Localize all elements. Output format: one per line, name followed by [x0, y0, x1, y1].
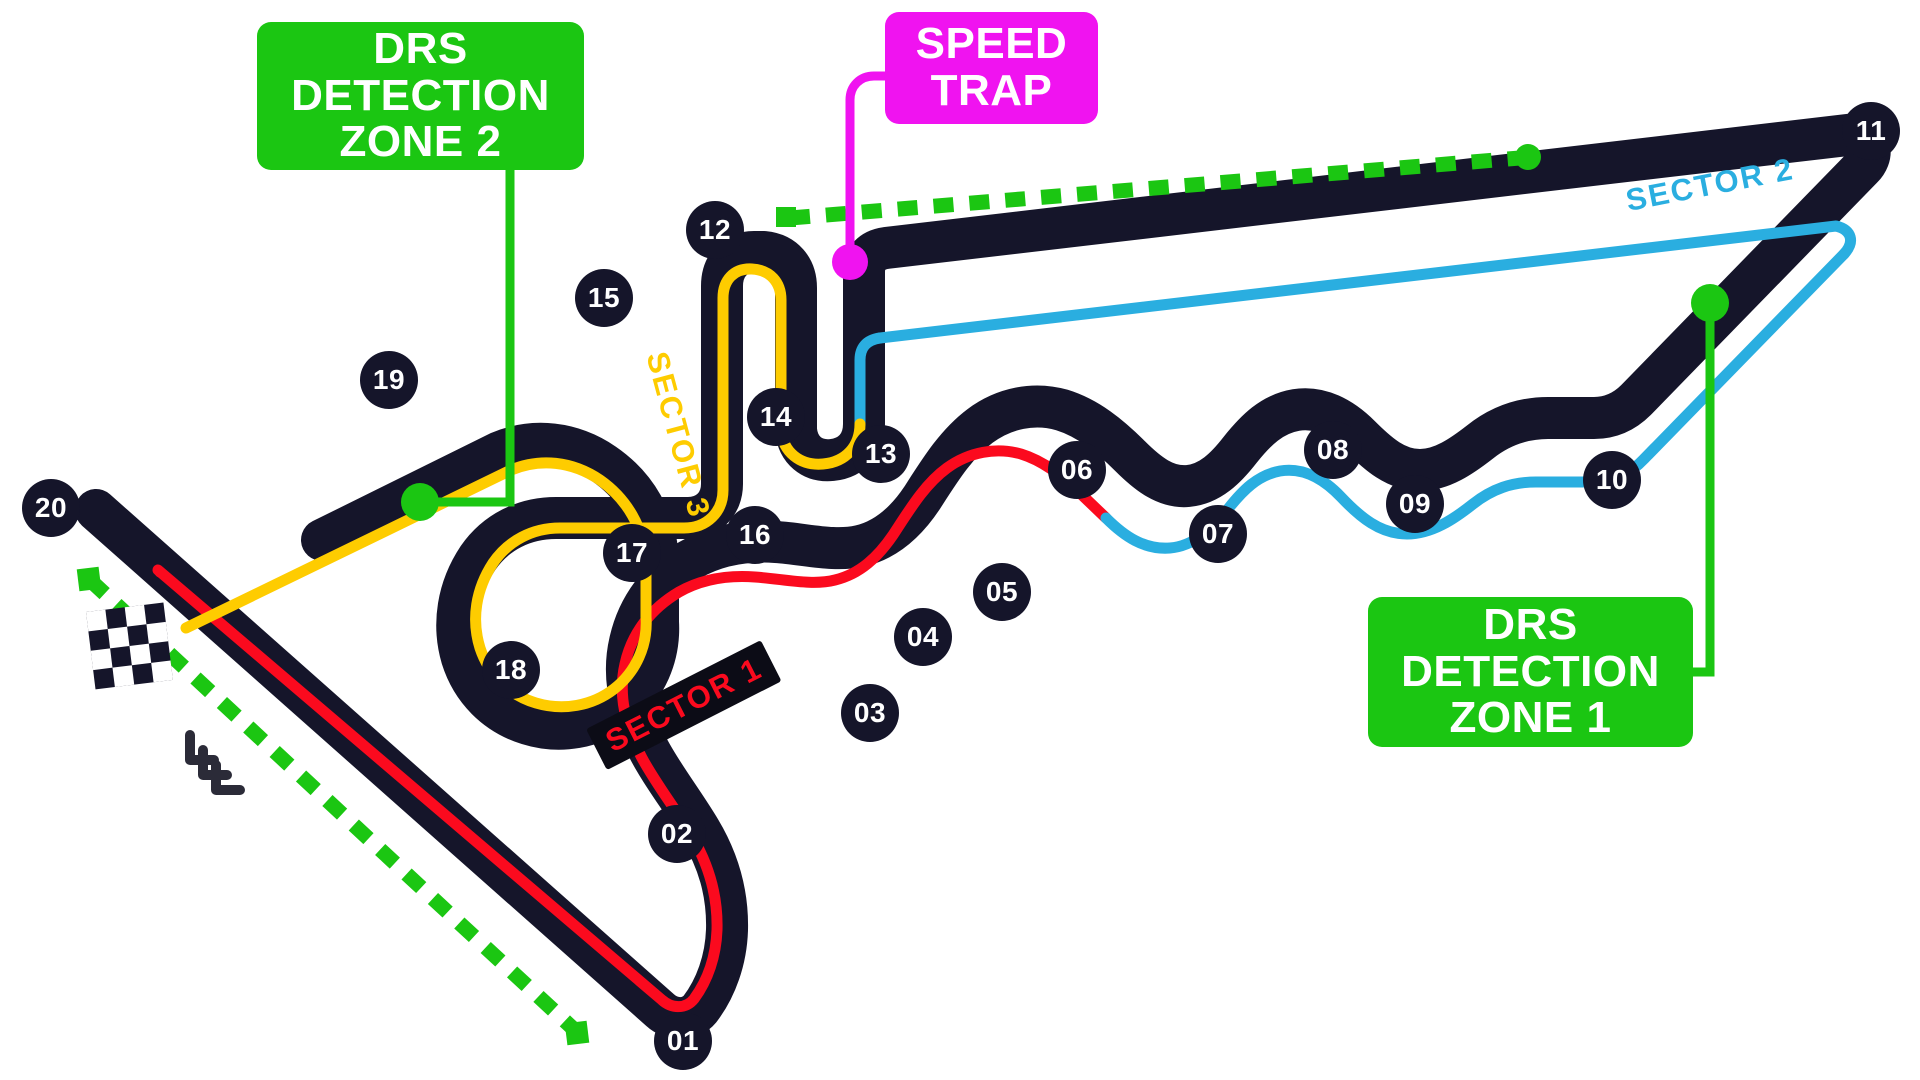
direction-arrows — [185, 730, 245, 795]
turn-marker-05[interactable]: 05 — [973, 563, 1031, 621]
drs1-line-3: ZONE 1 — [1449, 693, 1612, 743]
drs-activation-zone-back-straight — [776, 150, 1521, 227]
drs-zone-2-connector — [401, 170, 515, 521]
turn-marker-07[interactable]: 07 — [1189, 505, 1247, 563]
turn-marker-13[interactable]: 13 — [852, 425, 910, 483]
turn-marker-06[interactable]: 06 — [1048, 441, 1106, 499]
sector-1-line — [152, 445, 1112, 1013]
drs-zone-1-connector — [1690, 284, 1729, 677]
speed-trap-label[interactable]: SPEED TRAP — [885, 12, 1098, 124]
sector-transition-start — [154, 566, 166, 578]
sector-2-line — [854, 220, 1856, 554]
turn-marker-01[interactable]: 01 — [654, 1012, 712, 1070]
turn-marker-16[interactable]: 16 — [726, 506, 784, 564]
drs2-line-3: ZONE 2 — [339, 117, 502, 167]
speed-trap-marker — [832, 244, 868, 280]
drs2-line-2: DETECTION — [291, 70, 550, 120]
drs-detection-zone-1-label[interactable]: DRS DETECTION ZONE 1 — [1368, 597, 1693, 747]
start-finish-chequered-flag — [86, 602, 173, 690]
drs-detection-marker-1 — [1691, 284, 1729, 322]
drs2-line-1: DRS — [373, 24, 468, 74]
turn-marker-18[interactable]: 18 — [482, 641, 540, 699]
turn-marker-17[interactable]: 17 — [603, 524, 661, 582]
drs-detection-marker-2 — [401, 483, 439, 521]
speed-trap-connector — [832, 71, 890, 280]
speed-trap-line-1: SPEED — [915, 19, 1068, 69]
turn-marker-09[interactable]: 09 — [1386, 475, 1444, 533]
turn-marker-12[interactable]: 12 — [686, 201, 744, 259]
turn-marker-11[interactable]: 11 — [1842, 102, 1900, 160]
drs1-line-2: DETECTION — [1401, 646, 1660, 696]
turn-marker-03[interactable]: 03 — [841, 684, 899, 742]
turn-marker-02[interactable]: 02 — [648, 805, 706, 863]
turn-marker-19[interactable]: 19 — [360, 351, 418, 409]
drs-activation-zone-main-straight — [76, 566, 590, 1046]
drs-zone-end-marker — [1515, 144, 1541, 170]
turn-marker-14[interactable]: 14 — [747, 388, 805, 446]
turn-marker-10[interactable]: 10 — [1583, 451, 1641, 509]
drs1-line-1: DRS — [1483, 600, 1578, 650]
turn-marker-15[interactable]: 15 — [575, 269, 633, 327]
speed-trap-line-2: TRAP — [930, 66, 1053, 115]
drs-detection-zone-2-label[interactable]: DRS DETECTION ZONE 2 — [257, 22, 584, 170]
turn-marker-04[interactable]: 04 — [894, 608, 952, 666]
turn-marker-08[interactable]: 08 — [1304, 421, 1362, 479]
turn-marker-20[interactable]: 20 — [22, 479, 80, 537]
